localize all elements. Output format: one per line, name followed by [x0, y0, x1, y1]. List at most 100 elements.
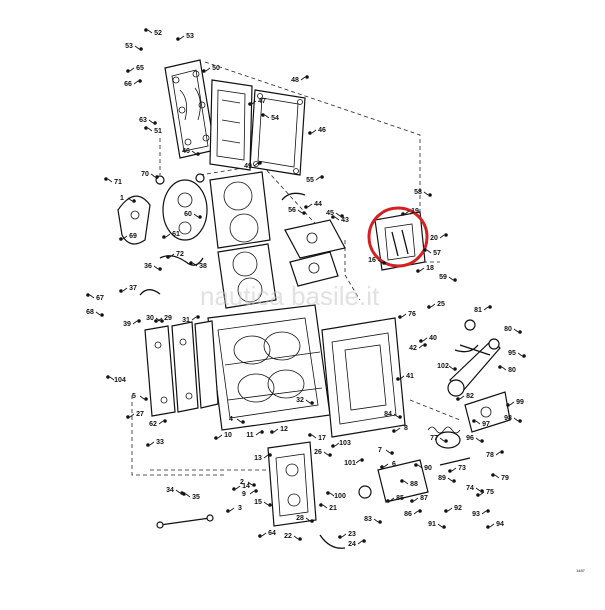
callout-5: 5: [132, 393, 136, 400]
screw-fastener: [139, 47, 143, 51]
screw-fastener: [418, 509, 422, 513]
fasteners: [86, 28, 526, 545]
callout-41: 41: [406, 373, 414, 380]
screw-fastener: [176, 37, 180, 41]
screw-fastener: [258, 534, 262, 538]
leader-line: [300, 76, 306, 81]
leader-line: [501, 366, 507, 371]
screw-fastener: [444, 439, 448, 443]
screw-fastener: [328, 453, 332, 457]
leader-line: [448, 365, 454, 370]
screw-fastener: [86, 293, 90, 297]
leader-line: [249, 490, 255, 495]
callout-23: 23: [348, 531, 356, 538]
callout-73: 73: [458, 465, 466, 472]
leader-line: [305, 517, 311, 522]
leader-line: [153, 265, 159, 270]
callout-18: 18: [426, 265, 434, 272]
callout-19: 19: [411, 208, 419, 215]
callout-101: 101: [344, 460, 356, 467]
leader-line: [129, 67, 135, 72]
leader-line: [357, 540, 363, 545]
leader-line: [377, 259, 383, 264]
callout-47: 47: [258, 98, 266, 105]
leader-line: [437, 523, 443, 528]
screw-fastener: [106, 375, 110, 379]
callout-61: 61: [172, 231, 180, 238]
screw-fastener: [163, 419, 167, 423]
callout-12: 12: [280, 426, 288, 433]
leader-line: [447, 477, 453, 482]
figure-code: 1487: [576, 568, 586, 573]
callout-83: 83: [364, 516, 372, 523]
leader-line: [495, 451, 501, 456]
callout-34: 34: [166, 487, 174, 494]
bypass-cover: [155, 173, 208, 241]
screw-fastener: [261, 113, 265, 117]
head-gasket-lower: [217, 243, 277, 309]
leader-line: [334, 216, 340, 221]
screw-fastener: [298, 537, 302, 541]
leader-line: [253, 162, 259, 167]
screw-fastener: [270, 430, 274, 434]
callout-9: 9: [242, 491, 246, 498]
screw-fastener: [155, 175, 159, 179]
screw-fastener: [480, 489, 484, 493]
leader-line: [147, 29, 153, 34]
leader-line: [134, 45, 140, 50]
screw-fastener: [472, 419, 476, 423]
leader-line: [150, 173, 156, 178]
leader-line: [395, 427, 401, 432]
exhaust-gasket-inner: [209, 79, 253, 171]
link-rod-right: [454, 344, 479, 353]
callout-55: 55: [306, 177, 314, 184]
callout-11: 11: [246, 432, 254, 439]
leader-line: [157, 317, 163, 322]
throttle-link-rod: [156, 514, 214, 529]
leader-line: [430, 303, 436, 308]
callout-90: 90: [424, 465, 432, 472]
screw-fastener: [448, 469, 452, 473]
leader-line: [393, 413, 399, 418]
screw-fastener: [380, 465, 384, 469]
screw-fastener: [144, 397, 148, 401]
callout-80: 80: [504, 326, 512, 333]
leader-line: [263, 454, 269, 459]
screw-fastener: [326, 491, 330, 495]
screw-fastener: [423, 343, 427, 347]
screw-fastener: [396, 377, 400, 381]
leader-line: [373, 518, 379, 523]
callout-70: 70: [141, 171, 149, 178]
callout-42: 42: [409, 345, 417, 352]
callout-17: 17: [318, 435, 326, 442]
callout-37: 37: [129, 285, 137, 292]
callout-6: 6: [392, 461, 396, 468]
spark-advance-lever: [459, 319, 491, 356]
screw-fastener: [392, 429, 396, 433]
callout-96: 96: [466, 435, 474, 442]
screw-fastener: [486, 509, 490, 513]
callout-labels: 5253536665635146464947707116955444543581…: [86, 30, 524, 548]
callout-87: 87: [420, 495, 428, 502]
callout-29: 29: [164, 315, 172, 322]
callout-79: 79: [501, 475, 509, 482]
screw-fastener: [132, 199, 136, 203]
screw-fastener: [308, 433, 312, 437]
screw-fastener: [214, 436, 218, 440]
callout-22: 22: [284, 533, 292, 540]
screw-fastener: [518, 419, 522, 423]
leader-line: [413, 510, 419, 515]
screw-fastener: [427, 305, 431, 309]
screw-fastener: [258, 161, 262, 165]
leader-line: [175, 489, 181, 494]
callout-49: 49: [244, 163, 252, 170]
callout-57: 57: [433, 250, 441, 257]
callout-59: 59: [439, 274, 447, 281]
leader-line: [247, 481, 253, 486]
screw-fastener: [119, 237, 123, 241]
screw-fastener: [398, 315, 402, 319]
callout-62: 62: [149, 421, 157, 428]
callout-7: 7: [378, 447, 382, 454]
